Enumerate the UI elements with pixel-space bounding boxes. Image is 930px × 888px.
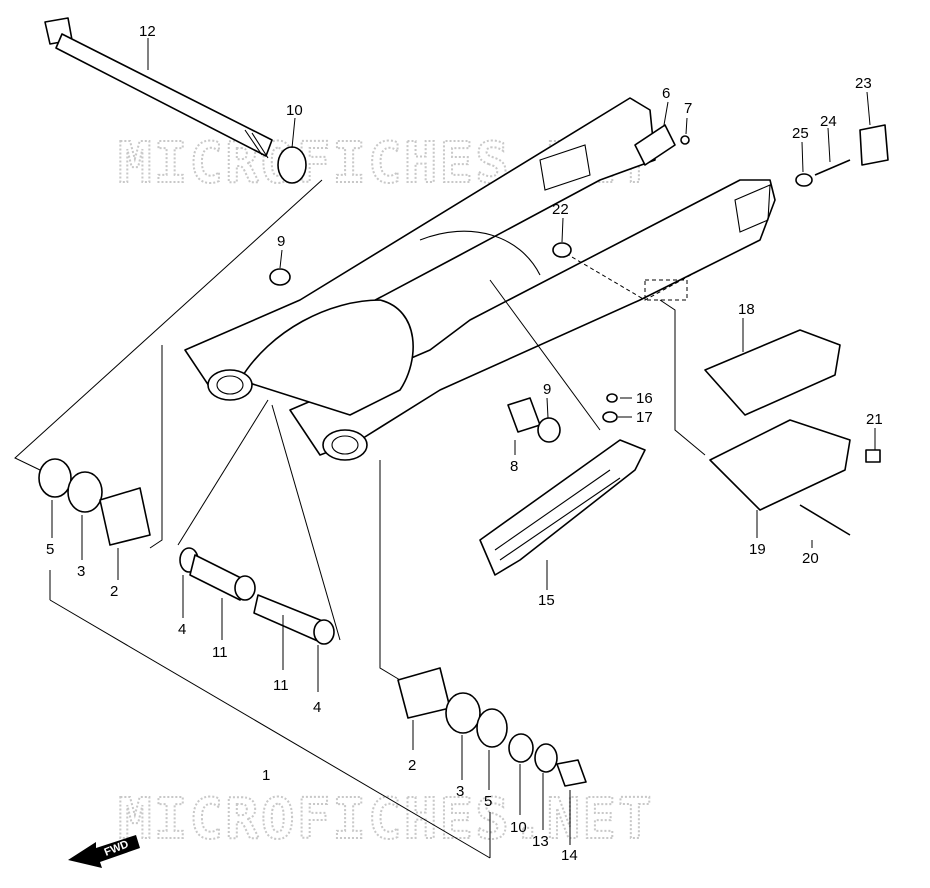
watermark-bottom: MICROFICHES.NET	[118, 787, 654, 852]
callout-23: 23	[855, 75, 872, 92]
callout-6: 6	[662, 85, 670, 102]
callout-7: 7	[684, 100, 692, 117]
callout-3-right: 3	[456, 783, 464, 800]
circlip-left[interactable]	[269, 268, 291, 286]
callout-24: 24	[820, 113, 837, 130]
leader-lines	[14, 38, 876, 859]
callout-9-left: 9	[277, 233, 285, 250]
callout-4-left: 4	[178, 621, 186, 638]
callout-10-bottom: 10	[510, 819, 527, 836]
callout-5-left: 5	[46, 541, 54, 558]
callout-8: 8	[510, 458, 518, 475]
callout-18: 18	[738, 301, 755, 318]
spacer-right[interactable]	[253, 594, 335, 645]
nut-25[interactable]	[795, 173, 813, 187]
washer-top[interactable]	[277, 146, 307, 184]
callout-5-right: 5	[484, 793, 492, 810]
left-seal-set[interactable]	[38, 458, 151, 546]
right-pivot-set[interactable]	[397, 667, 587, 787]
chain-guide[interactable]	[704, 329, 851, 511]
swingarm[interactable]	[184, 97, 776, 461]
callout-4-right: 4	[313, 699, 321, 716]
bolt-16[interactable]	[606, 393, 618, 403]
bolt-20[interactable]	[799, 504, 851, 536]
callout-9-right: 9	[543, 381, 551, 398]
callout-21: 21	[866, 411, 883, 428]
fwd-arrow: FWD	[68, 835, 140, 868]
callout-3-left: 3	[77, 563, 85, 580]
spacer-left[interactable]	[179, 547, 256, 601]
needle-bearing-8[interactable]	[507, 397, 561, 443]
plate-6[interactable]	[634, 124, 676, 166]
bolt-24[interactable]	[814, 159, 851, 176]
nut-22[interactable]	[552, 242, 572, 258]
callout-15: 15	[538, 592, 555, 609]
callout-12: 12	[139, 23, 156, 40]
callout-11-right: 11	[273, 677, 289, 694]
callout-22: 22	[552, 201, 569, 218]
callout-16: 16	[636, 390, 653, 407]
callout-10-top: 10	[286, 102, 303, 119]
bolt-7[interactable]	[680, 135, 690, 145]
callout-2-right: 2	[408, 757, 416, 774]
callout-14: 14	[561, 847, 578, 864]
callout-17: 17	[636, 409, 653, 426]
washer-17[interactable]	[602, 411, 618, 423]
callout-2-left: 2	[110, 583, 118, 600]
callout-20: 20	[802, 550, 819, 567]
callout-19: 19	[749, 541, 766, 558]
callout-1: 1	[262, 767, 270, 784]
bolt-21[interactable]	[865, 449, 881, 463]
callout-11-left: 11	[212, 644, 228, 661]
callout-13: 13	[532, 833, 549, 850]
callout-labels: 12 10 9 9 8 6 7 23 24 25 22 18 16 17 21 …	[46, 23, 883, 864]
chain-adjuster[interactable]	[859, 124, 889, 166]
chain-slider[interactable]	[479, 439, 646, 576]
callout-25: 25	[792, 125, 809, 142]
pivot-shaft[interactable]	[44, 17, 273, 159]
